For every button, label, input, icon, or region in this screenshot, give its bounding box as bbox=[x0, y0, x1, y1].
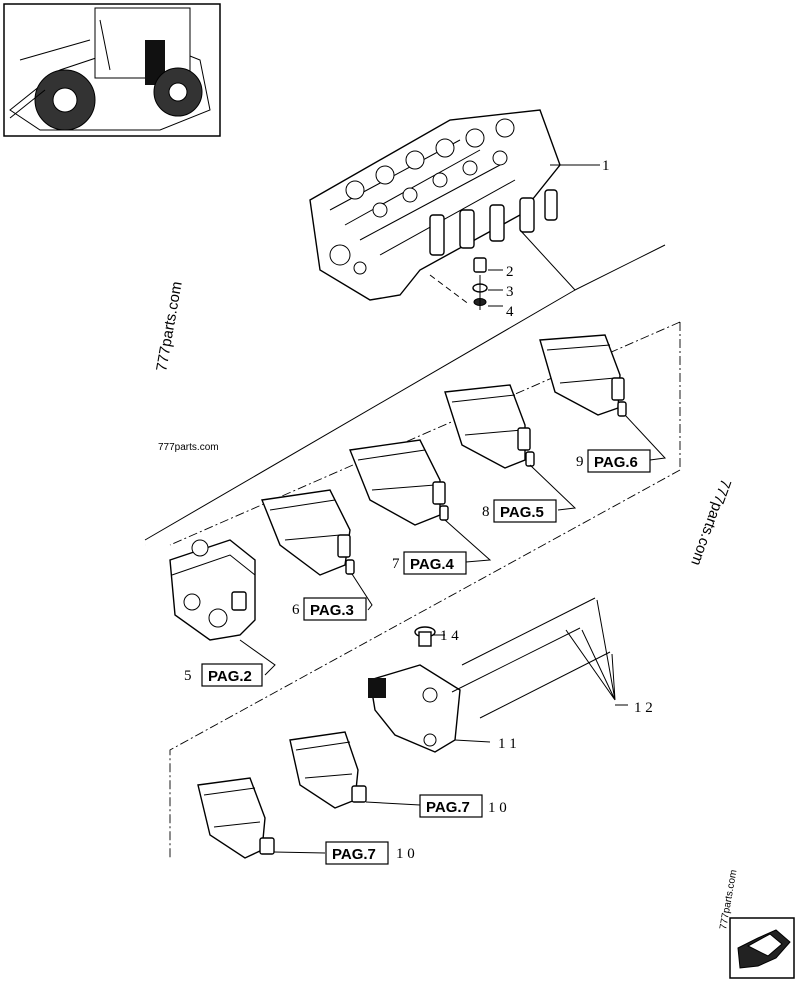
callout-3: 3 bbox=[506, 284, 514, 300]
callout-9: 9 bbox=[576, 454, 584, 470]
svg-text:PAG.3: PAG.3 bbox=[310, 602, 354, 619]
valve-section-10b bbox=[197, 777, 275, 859]
pag-link-4[interactable]: PAG.4 bbox=[403, 551, 467, 575]
bolt-washer-set bbox=[472, 257, 488, 310]
callout-6: 6 bbox=[292, 602, 300, 618]
callout-14: 1 4 bbox=[440, 628, 459, 644]
callout-8: 8 bbox=[482, 504, 490, 520]
callout-10b: 1 0 bbox=[396, 846, 415, 862]
valve-section-9 bbox=[539, 334, 627, 417]
next-page-arrow-icon[interactable] bbox=[729, 917, 795, 979]
backhoe-loader-thumbnail-icon bbox=[3, 3, 221, 137]
pag-link-3[interactable]: PAG.3 bbox=[303, 597, 367, 621]
main-control-valve bbox=[309, 109, 561, 301]
svg-text:PAG.7: PAG.7 bbox=[332, 846, 376, 863]
inlet-section-11 bbox=[368, 664, 461, 753]
valve-section-5 bbox=[169, 539, 256, 641]
plug-14 bbox=[414, 626, 436, 647]
pag-link-7a[interactable]: PAG.7 bbox=[419, 794, 483, 818]
valve-section-7 bbox=[349, 439, 449, 526]
svg-text:PAG.6: PAG.6 bbox=[594, 454, 638, 471]
svg-text:PAG.2: PAG.2 bbox=[208, 668, 252, 685]
callout-5: 5 bbox=[184, 668, 192, 684]
callout-12: 1 2 bbox=[634, 700, 653, 716]
valve-section-10a bbox=[289, 731, 367, 809]
valve-section-6 bbox=[261, 489, 355, 576]
pag-link-2[interactable]: PAG.2 bbox=[201, 663, 263, 687]
callout-7: 7 bbox=[392, 556, 400, 572]
tie-rods-12 bbox=[451, 597, 616, 719]
pag-link-7b[interactable]: PAG.7 bbox=[325, 841, 389, 865]
callout-2: 2 bbox=[506, 264, 514, 280]
callout-11: 1 1 bbox=[498, 736, 517, 752]
watermark: 777parts.com bbox=[158, 442, 219, 453]
svg-text:PAG.7: PAG.7 bbox=[426, 799, 470, 816]
pag-link-5[interactable]: PAG.5 bbox=[493, 499, 557, 523]
svg-text:PAG.5: PAG.5 bbox=[500, 504, 544, 521]
callout-4: 4 bbox=[506, 304, 514, 320]
watermark: 777parts.com bbox=[687, 477, 734, 568]
callout-10a: 1 0 bbox=[488, 800, 507, 816]
pag-link-6[interactable]: PAG.6 bbox=[587, 449, 651, 473]
valve-section-8 bbox=[444, 384, 535, 469]
watermark: 777parts.com bbox=[153, 280, 186, 372]
svg-text:PAG.4: PAG.4 bbox=[410, 556, 455, 573]
callout-1: 1 bbox=[602, 158, 610, 174]
